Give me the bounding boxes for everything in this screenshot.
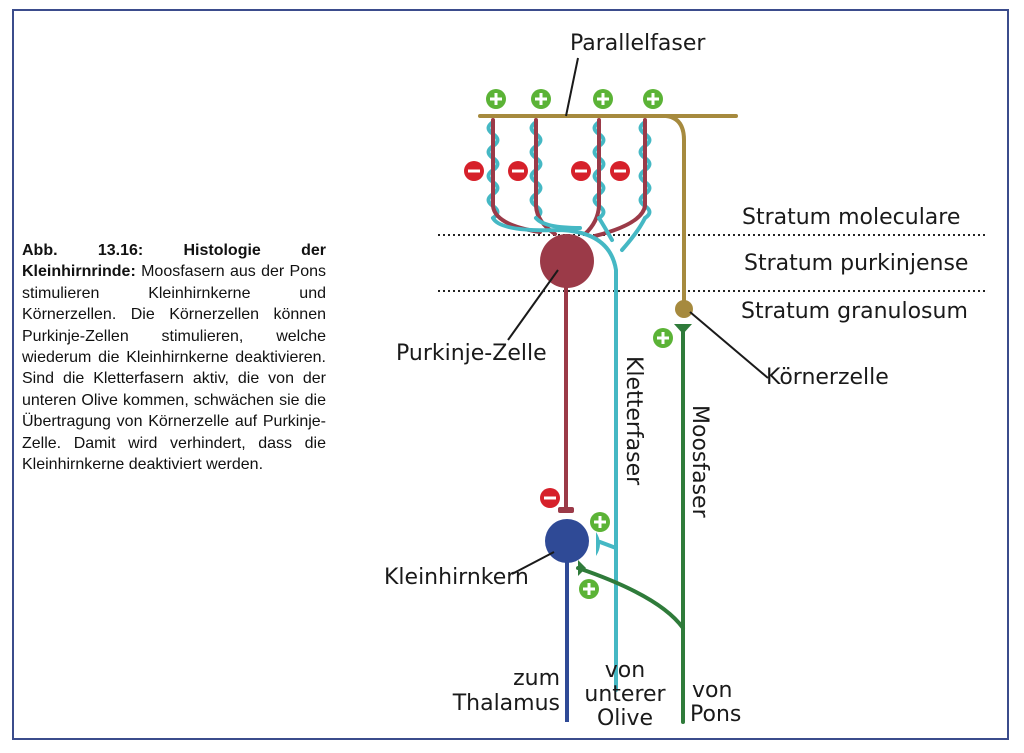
minus-icon	[571, 161, 591, 181]
climbing-fiber-label: Kletterfaser	[621, 356, 646, 486]
plus-icon	[531, 89, 551, 109]
to-thalamus-label-line1: zum	[513, 666, 560, 691]
granule-cell-label: Körnerzelle	[766, 365, 889, 390]
figure-caption: Abb. 13.16: Histologie der Kleinhirnrind…	[22, 240, 326, 475]
minus-icon	[508, 161, 528, 181]
layer-label-molecular: Stratum moleculare	[742, 205, 960, 230]
cerebellar-nucleus-label: Kleinhirnkern	[384, 565, 529, 590]
purkinje-synapse	[558, 507, 574, 513]
parallel-fiber	[478, 114, 738, 302]
climbing-fiber	[491, 216, 647, 692]
leader-lines	[507, 57, 769, 575]
cerebellar-nucleus-body	[545, 519, 589, 563]
caption-heading: Abb. 13.16: Histologie der Kleinhirnrind…	[22, 242, 326, 281]
purkinje-cell-label: Purkinje-Zelle	[396, 341, 547, 366]
from-olive-label-line1: von	[605, 658, 645, 683]
parallel-fiber-label: Parallelfaser	[570, 31, 706, 56]
purkinje-cell-body	[540, 234, 594, 288]
mossy-nucleus-synapse	[578, 560, 586, 576]
plus-icon	[590, 512, 610, 532]
mossy-fiber-label: Moosfaser	[687, 405, 712, 519]
to-thalamus-label-line2: Thalamus	[452, 691, 560, 716]
from-pons-label-line2: Pons	[690, 702, 741, 727]
from-pons-label-line1: von	[692, 678, 732, 703]
plus-icon	[643, 89, 663, 109]
plus-markers	[486, 89, 673, 599]
plus-icon	[653, 328, 673, 348]
climbing-fiber-synapse	[596, 532, 600, 556]
mossy-fiber	[576, 326, 685, 724]
granule-cell-body	[675, 300, 693, 318]
layer-label-purkinje: Stratum purkinjense	[744, 251, 968, 276]
minus-markers	[464, 161, 630, 508]
caption-text: Moosfasern aus der Pons stimulieren Klei…	[22, 263, 326, 474]
layer-label-granular: Stratum granulosum	[741, 299, 968, 324]
figure-frame	[12, 9, 1009, 740]
minus-icon	[464, 161, 484, 181]
minus-icon	[540, 488, 560, 508]
from-olive-label-line2: unterer	[584, 682, 666, 707]
plus-icon	[593, 89, 613, 109]
minus-icon	[610, 161, 630, 181]
mossy-granule-synapse	[674, 324, 692, 334]
plus-icon	[486, 89, 506, 109]
plus-icon	[579, 579, 599, 599]
from-olive-label-line3: Olive	[597, 706, 653, 731]
